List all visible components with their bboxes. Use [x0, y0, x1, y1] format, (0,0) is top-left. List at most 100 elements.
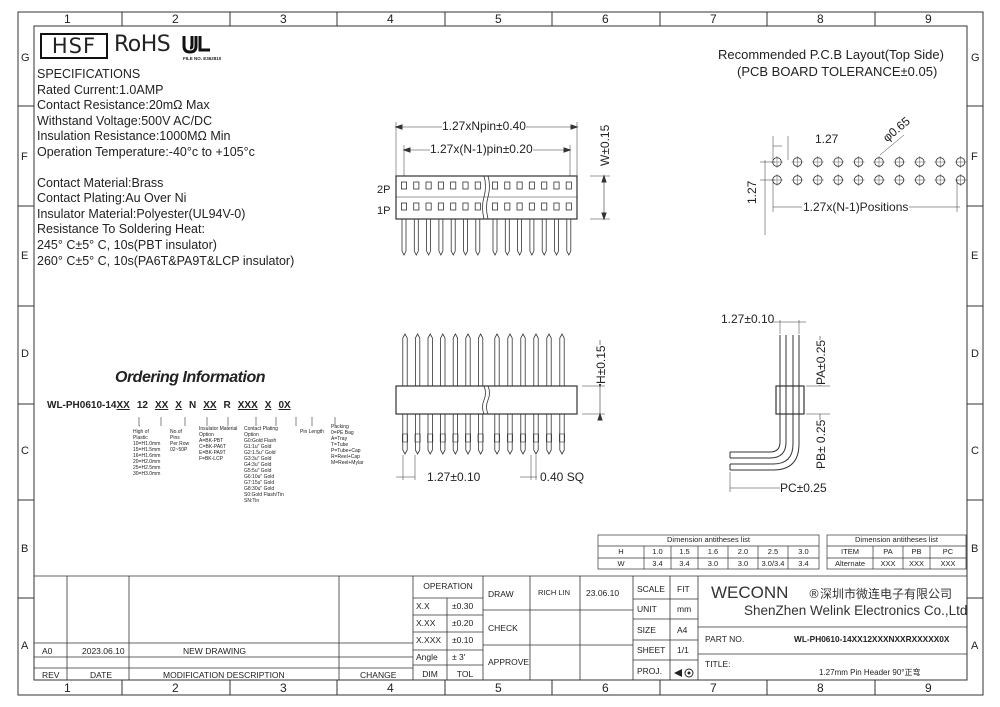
- front-pin-mark: [546, 433, 552, 443]
- front-pin-bottom: [507, 414, 513, 455]
- legend-line: G7:15u" Gold: [244, 480, 275, 486]
- row-label-left: B: [21, 543, 29, 555]
- front-pin-mark: [465, 433, 471, 443]
- legend-line: A=Tray: [331, 436, 348, 442]
- spec-line: Contact Material:Brass: [37, 175, 164, 190]
- dim-cell: PA: [883, 547, 893, 556]
- front-pin-bottom: [520, 414, 526, 455]
- ordering-lines: [138, 417, 336, 427]
- top-pin-row2: [491, 181, 498, 190]
- dim-cell: 3.4: [652, 559, 663, 568]
- outer-frame: [17, 11, 984, 696]
- part-no: WL-PH0610-14XX12XXXNXXRXXXXX0X: [794, 634, 950, 644]
- top-pin-tail: [504, 219, 510, 256]
- dim-cell: 3.4: [798, 559, 809, 568]
- top-pin-row1: [413, 202, 420, 211]
- row-label-left: A: [21, 640, 29, 652]
- spec-line: Resistance To Soldering Heat:: [37, 222, 205, 237]
- title-label: TITLE:: [705, 659, 731, 669]
- front-pin-bottom: [427, 414, 433, 455]
- dim-label: DIM: [422, 669, 438, 679]
- tol-dim: Angle: [416, 652, 438, 662]
- col-label-bottom: 3: [280, 681, 287, 695]
- company-en-full: ShenZhen Welink Electronics Co.,Ltd: [744, 603, 968, 618]
- legend-line: Option: [199, 432, 214, 438]
- legend-line: Plastic: [133, 435, 148, 441]
- ul-file-no: FILE NO. E362810: [183, 56, 222, 61]
- front-pin-mark: [533, 433, 539, 443]
- front-pin-mark: [520, 433, 526, 443]
- dim-cell: Alternate: [834, 559, 866, 568]
- dim-total-length: 1.27xNpin±0.40: [442, 119, 526, 135]
- legend-line: Pin Length: [300, 429, 324, 435]
- legend-line: G0:Gold Flash: [244, 438, 277, 444]
- top-pin-tail: [541, 219, 547, 256]
- front-pin-top: [465, 333, 471, 386]
- top-pin-tail: [529, 219, 535, 256]
- dim-cell: 3.0: [798, 547, 809, 556]
- legend-line: Packing: [331, 424, 349, 430]
- row-label-right: B: [971, 543, 979, 555]
- row-label-right: A: [971, 640, 979, 652]
- legend-line: Pins: [170, 435, 180, 441]
- legend-line: 30=H3.0mm: [133, 471, 161, 477]
- dim-pa: PA±0.25: [814, 339, 830, 385]
- dim-pin-span: 1.27x(N-1)pin±0.20: [430, 142, 533, 158]
- front-pin-bottom: [440, 414, 446, 455]
- operation-label: OPERATION: [423, 581, 473, 591]
- top-pin-tail: [492, 219, 498, 256]
- row-label-left: D: [21, 348, 29, 360]
- legend-line: 0=PE Bag: [331, 430, 354, 436]
- date-header: DATE: [90, 670, 113, 680]
- code-part: 12: [136, 400, 148, 411]
- row-label-right: C: [971, 445, 979, 457]
- front-pin-top: [507, 333, 513, 386]
- row-2p-label: 2P: [377, 184, 391, 196]
- front-pin-mark: [402, 433, 408, 443]
- top-pin-tail: [426, 219, 431, 256]
- legend-line: Insulator Material: [199, 426, 238, 432]
- revision-description: NEW DRAWING: [183, 646, 246, 656]
- front-pin-bottom: [533, 414, 539, 455]
- legend-line: R=Reel+Cap: [331, 454, 360, 460]
- code-part: XX: [116, 400, 130, 411]
- dim-cell: W: [617, 559, 625, 568]
- top-pin-tail: [566, 219, 572, 256]
- spec-line: Contact Plating:Au Over Ni: [37, 191, 187, 206]
- legend-line: G1:1u" Gold: [244, 444, 272, 450]
- col-label-bottom: 4: [387, 681, 394, 695]
- dim-table-left-title: Dimension antitheses list: [667, 535, 750, 544]
- tol-dim: X.XXX: [416, 635, 442, 645]
- tol-dim: X.X: [416, 601, 430, 611]
- ordering-title: Ordering Information: [115, 369, 266, 386]
- top-pin-row1: [528, 202, 535, 211]
- front-pin-mark: [559, 433, 565, 443]
- code-prefix: WL-PH0610-14: [47, 400, 117, 411]
- front-pin-mark: [477, 433, 484, 443]
- top-pin-row1: [462, 202, 469, 211]
- dim-side-pitch: 1.27±0.10: [721, 312, 775, 326]
- draw-label: DRAW: [488, 589, 514, 599]
- col-label-bottom: 9: [925, 681, 932, 695]
- legend-line: Option: [244, 432, 259, 438]
- dim-cell: 3.4: [679, 559, 690, 568]
- tol-value: ±0.30: [452, 601, 474, 611]
- sheet-label: SHEET: [637, 645, 666, 655]
- row-1p-label: 1P: [377, 205, 391, 217]
- legend-line: C=BK-PA6T: [199, 444, 226, 450]
- company-en-logo: WECONN: [711, 583, 789, 602]
- legend-line: Per Row: [170, 441, 190, 447]
- dim-table-right-title: Dimension antitheses list: [855, 535, 938, 544]
- dim-cell: H: [618, 547, 624, 556]
- spec-title: SPECIFICATIONS: [37, 67, 141, 81]
- sheet-value: 1/1: [677, 645, 689, 655]
- front-pin-bottom: [559, 414, 565, 455]
- row-label-right: G: [971, 52, 980, 64]
- top-pin-tail: [463, 219, 468, 256]
- dim-cell: 3.0: [737, 559, 749, 568]
- front-pin-top: [427, 333, 433, 386]
- top-pin-row1: [541, 202, 548, 211]
- code-part: XX: [154, 400, 169, 411]
